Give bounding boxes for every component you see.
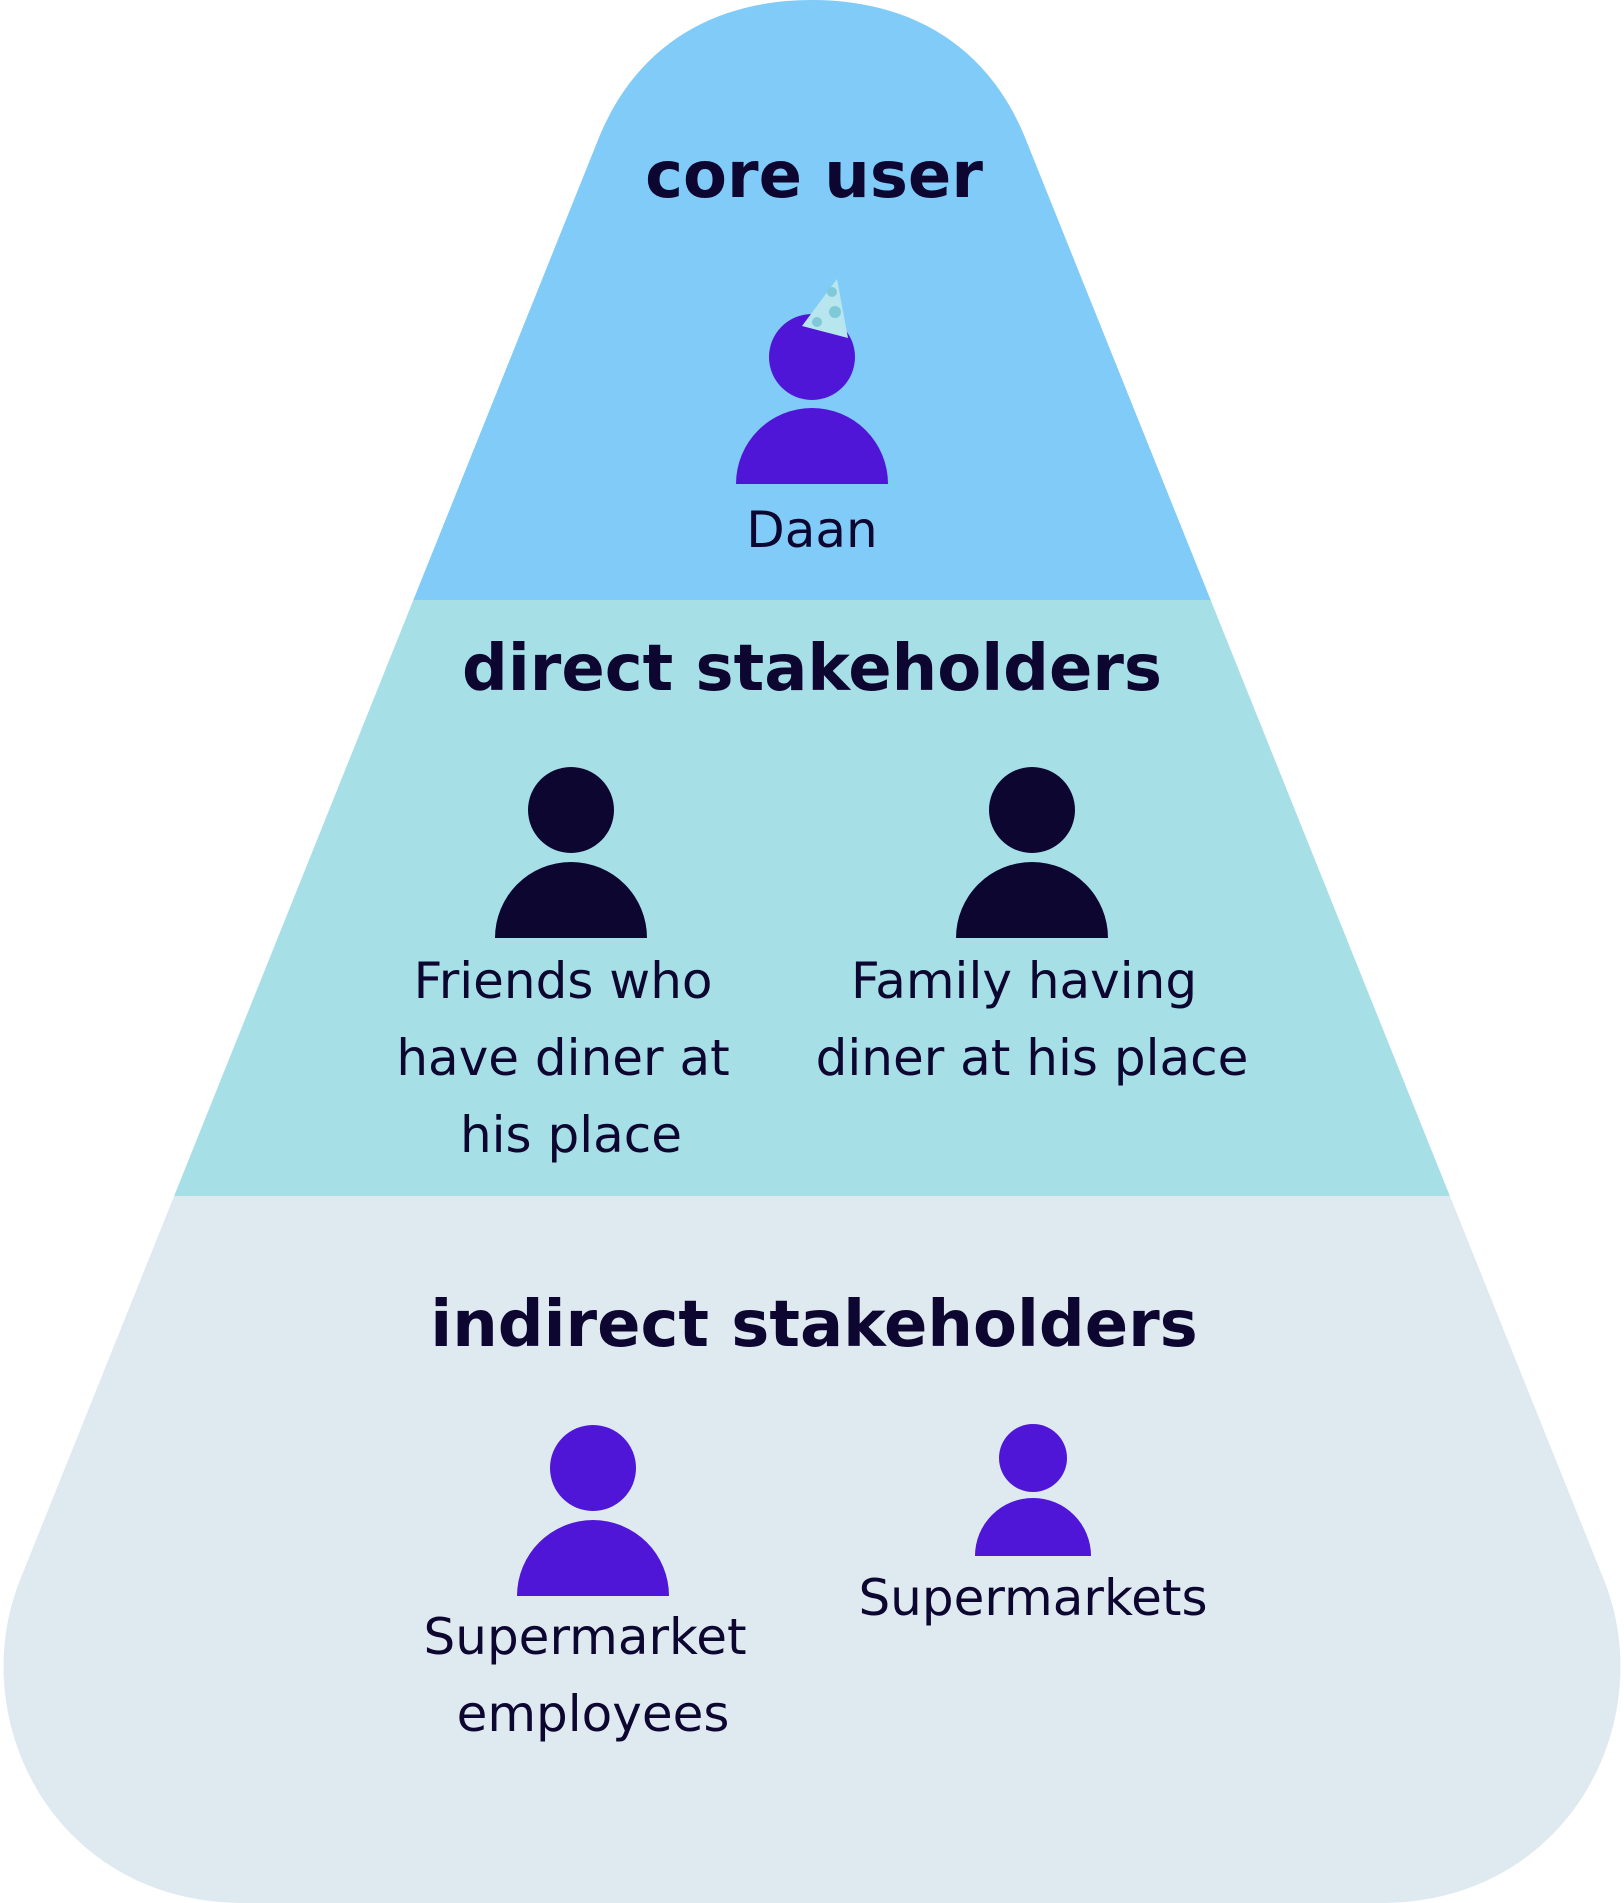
supermarkets-label: Supermarkets xyxy=(858,1569,1207,1627)
person-icon xyxy=(495,767,647,938)
core-user-title: core user xyxy=(645,139,983,213)
party-hat-icon xyxy=(802,279,848,338)
person-icon xyxy=(975,1424,1091,1556)
family-label: Family having diner at his place xyxy=(816,952,1249,1087)
direct-stakeholders-title: direct stakeholders xyxy=(462,632,1162,706)
indirect-stakeholders-band xyxy=(3,1196,1621,1903)
friends-label: Friends who have diner at his place xyxy=(396,952,745,1164)
person-icon xyxy=(517,1425,669,1596)
supermarket-employees-label: Supermarket employees xyxy=(424,1608,763,1743)
person-icon xyxy=(956,767,1108,938)
core-user-label: Daan xyxy=(746,501,877,559)
person-with-party-hat-icon xyxy=(736,314,888,484)
indirect-stakeholders-title: indirect stakeholders xyxy=(430,1288,1198,1362)
